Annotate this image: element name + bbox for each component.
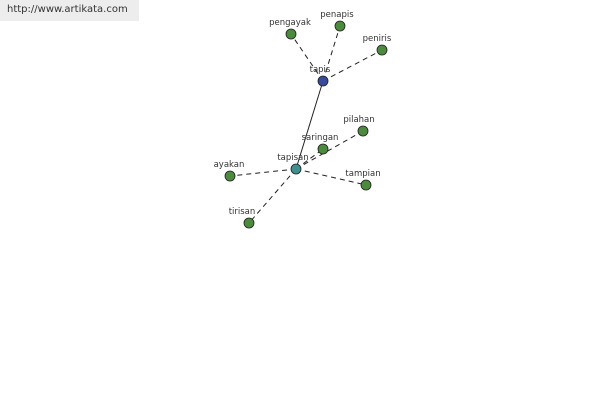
node-layer: tapis tapisan pengayak penapis peniris pilaha… [214, 10, 392, 229]
node-dot-tampian[interactable] [360, 179, 372, 191]
node-tapis[interactable]: tapis [310, 65, 331, 87]
node-dot-saringan[interactable] [317, 143, 329, 155]
node-tampian[interactable]: tampian [345, 169, 381, 191]
node-label-tampian: tampian [345, 169, 380, 179]
node-dot-tapis[interactable] [317, 75, 329, 87]
node-pilahan[interactable]: pilahan [343, 115, 375, 137]
edge-tapisan-tampian [295, 168, 367, 186]
node-dot-penapis[interactable] [334, 20, 346, 32]
node-label-peniris: peniris [363, 34, 392, 44]
node-label-penapis: penapis [320, 10, 354, 20]
node-dot-peniris[interactable] [376, 44, 388, 56]
edge-tapisan-pilahan [295, 130, 364, 170]
edge-tapisan-tirisan [248, 168, 297, 224]
node-pengayak[interactable]: pengayak [269, 18, 311, 40]
node-label-saringan: saringan [302, 133, 339, 143]
node-label-tapis: tapis [310, 65, 331, 75]
edge-tapisan-ayakan [229, 168, 297, 177]
edge-tapis-peniris [322, 49, 383, 82]
edge-layer [229, 25, 383, 224]
node-ayakan[interactable]: ayakan [214, 160, 245, 182]
edge-tapis-pengayak [290, 33, 324, 82]
node-tapisan[interactable]: tapisan [277, 153, 309, 175]
node-label-tirisan: tirisan [229, 207, 256, 217]
node-dot-tirisan[interactable] [243, 217, 255, 229]
source-url-label: http://www.artikata.com [0, 0, 139, 21]
node-dot-tapisan[interactable] [290, 163, 302, 175]
node-tirisan[interactable]: tirisan [229, 207, 256, 229]
node-dot-ayakan[interactable] [224, 170, 236, 182]
node-dot-pengayak[interactable] [285, 28, 297, 40]
edge-tapis-penapis [322, 25, 341, 82]
node-label-pengayak: pengayak [269, 18, 311, 28]
edge-tapis-tapisan [295, 80, 324, 170]
node-saringan[interactable]: saringan [302, 133, 339, 155]
node-dot-pilahan[interactable] [357, 125, 369, 137]
node-label-tapisan: tapisan [277, 153, 308, 163]
node-penapis[interactable]: penapis [320, 10, 354, 32]
node-label-pilahan: pilahan [343, 115, 374, 125]
edge-tapisan-saringan [295, 148, 324, 170]
node-peniris[interactable]: peniris [363, 34, 392, 56]
node-label-ayakan: ayakan [214, 160, 245, 170]
